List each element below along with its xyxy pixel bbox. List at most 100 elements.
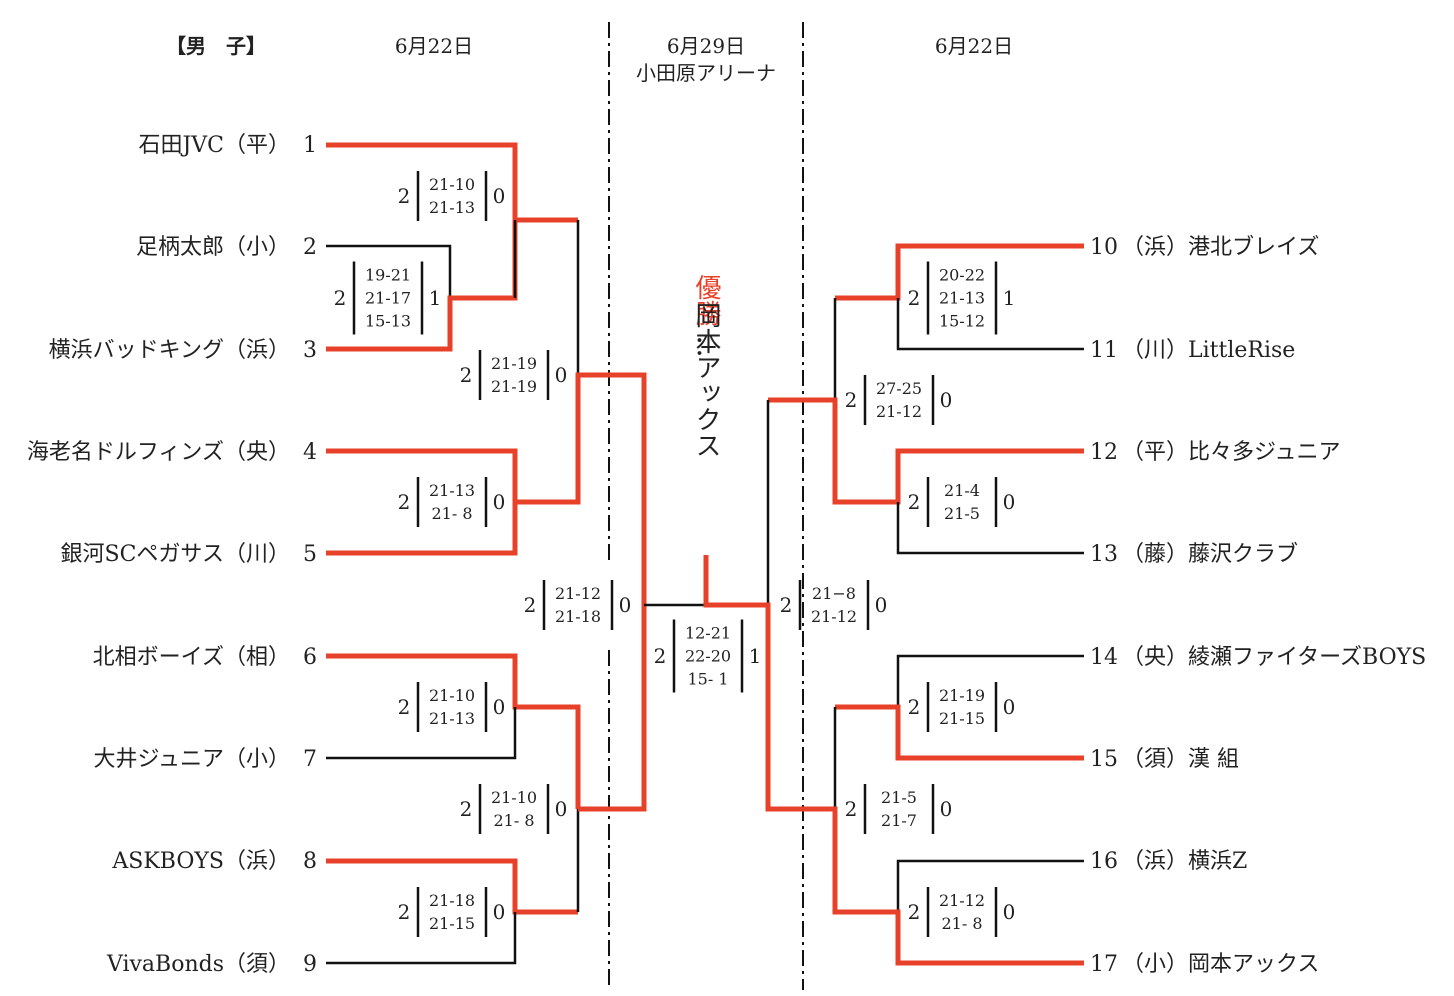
winner-path [326,372,647,605]
sets-won: 2 [908,695,921,719]
right-team: 10（浜）港北ブレイズ [1090,235,1319,260]
winner-path [326,142,578,223]
winner-path [326,448,518,502]
gender-header: 【男 子】 [166,34,266,58]
team-seed: 10 [1090,235,1118,260]
team-seed: 9 [303,952,317,977]
sets-lost: 0 [493,695,506,719]
set-score: 21- 8 [941,914,982,933]
sets-lost: 0 [619,593,632,617]
team-name: VivaBonds（須） [106,952,290,977]
set-score: 15-13 [365,312,411,331]
right-team: 11（川）LittleRise [1090,338,1295,363]
winner-path [326,653,581,809]
sets-won: 2 [908,900,921,924]
set-score: 21- 8 [431,504,472,523]
sets-lost: 1 [429,286,442,310]
set-score: 21-5 [881,788,917,807]
set-score: 19-21 [365,266,411,285]
center-venue-header: 小田原アリーナ [636,61,776,85]
winner-path [768,397,1084,505]
sets-won: 2 [654,644,667,668]
team-seed: 14 [1090,645,1118,670]
left-team: 大井ジュニア（小）7 [94,747,317,772]
bracket-line [326,707,517,760]
score-box: 2 21-13 21- 8 0 [398,477,506,527]
set-score: 21-19 [491,354,537,373]
left-team: 横浜バッドキング（浜） 3 [49,338,317,363]
set-score: 21-5 [944,504,980,523]
left-team: 北相ボーイズ（相）6 [93,645,317,670]
sets-lost: 0 [940,388,953,412]
sets-lost: 0 [493,184,506,208]
team-name: （浜）横浜Z [1122,849,1247,874]
set-score: 21-18 [429,891,475,910]
right-team-list: 10（浜）港北ブレイズ 11（川）LittleRise 12（平）比々多ジュニア… [1090,235,1426,977]
set-score: 12-21 [685,624,731,643]
team-seed: 3 [303,338,317,363]
sets-won: 2 [460,797,473,821]
bracket-line [896,502,1084,555]
champion-name: 岡本アックス [691,302,721,458]
score-box: 2 21-12 21- 8 0 [908,887,1016,937]
sets-lost: 0 [493,900,506,924]
team-seed: 12 [1090,440,1118,465]
sets-won: 2 [908,286,921,310]
team-name: 石田JVC（平） [138,133,290,158]
team-name: 足柄太郎（小） [136,235,290,260]
team-name: （央）綾瀬ファイターズBOYS [1122,645,1426,670]
set-score: 21-13 [939,289,985,308]
set-score: 21-12 [811,607,857,626]
team-seed: 13 [1090,542,1118,567]
left-team: 足柄太郎（小） 2 [136,235,317,260]
sets-lost: 0 [1003,900,1016,924]
team-name: （川）LittleRise [1122,338,1295,363]
sets-lost: 1 [749,644,762,668]
team-name: （藤）藤沢クラブ [1122,542,1298,567]
center-date-header: 6月29日 [667,34,745,58]
sets-won: 2 [398,490,411,514]
left-date-header: 6月22日 [395,34,473,58]
sets-lost: 1 [1003,286,1016,310]
set-score: 21-17 [365,289,411,308]
right-team: 14（央）綾瀬ファイターズBOYS [1090,645,1426,670]
team-name: 北相ボーイズ（相） [93,645,290,670]
winner-path [835,704,1084,761]
bracket-line [896,859,1084,912]
sets-lost: 0 [493,490,506,514]
set-score: 21-13 [429,481,475,500]
team-name: （浜）港北ブレイズ [1122,235,1319,260]
bracket-line [326,912,517,965]
set-score: 15-12 [939,312,985,331]
sets-lost: 0 [875,593,888,617]
bracket-line [896,654,1084,707]
set-score: 21- 8 [493,811,534,830]
set-score: 21-15 [939,709,985,728]
set-score: 21−8 [812,584,856,603]
set-score: 21-12 [555,584,601,603]
set-score: 21-10 [429,175,475,194]
team-seed: 17 [1090,952,1118,977]
team-name: 横浜バッドキング（浜） [49,338,290,363]
sets-won: 2 [398,695,411,719]
set-score: 21-7 [881,811,917,830]
winner-path [326,858,578,915]
champion-label: 優勝 ： 岡本アックス [691,274,721,458]
set-score: 21-12 [939,891,985,910]
left-team: ASKBOYS（浜）8 [111,849,317,874]
winner-path [703,555,1084,966]
sets-won: 2 [524,593,537,617]
set-score: 21-15 [429,914,475,933]
team-seed: 2 [303,235,317,260]
left-team: 銀河SCペガサス（川）5 [61,542,317,567]
set-score: 21-12 [876,402,922,421]
right-team: 13（藤）藤沢クラブ [1090,542,1298,567]
winner-path [835,243,1084,301]
